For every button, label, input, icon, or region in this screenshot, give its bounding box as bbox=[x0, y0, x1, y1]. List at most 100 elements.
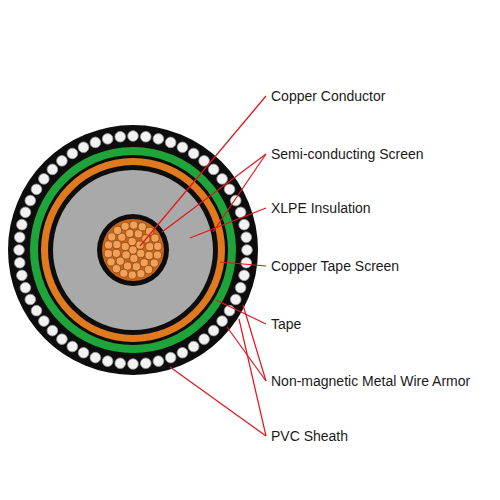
armor-wire bbox=[128, 359, 139, 370]
conductor-strand bbox=[122, 251, 130, 259]
armor-wire bbox=[57, 334, 68, 345]
conductor-strand bbox=[108, 233, 116, 241]
armor-wire bbox=[128, 131, 139, 142]
armor-wire bbox=[188, 148, 199, 159]
armor-wire bbox=[235, 282, 246, 293]
armor-wire bbox=[31, 184, 42, 195]
conductor-strand bbox=[151, 234, 159, 242]
copper-tape-screen bbox=[41, 158, 225, 342]
armor-wire bbox=[90, 352, 101, 363]
wire-armor bbox=[14, 131, 253, 370]
part-label: XLPE Insulation bbox=[271, 199, 371, 217]
conductor-strand bbox=[153, 251, 161, 259]
armor-wire bbox=[188, 341, 199, 352]
leader-line bbox=[190, 208, 266, 238]
armor-wire bbox=[39, 174, 50, 185]
armor-wire bbox=[20, 282, 31, 293]
conductor-strand bbox=[107, 258, 115, 266]
armor-wire bbox=[239, 219, 250, 230]
armor-wire bbox=[102, 356, 113, 367]
conductor-strand bbox=[132, 263, 140, 271]
armor-wire bbox=[208, 325, 219, 336]
conductor-strand bbox=[116, 257, 124, 265]
leader-line bbox=[140, 96, 266, 246]
armor-wire bbox=[165, 137, 176, 148]
leader-line bbox=[239, 319, 266, 436]
armor-wire bbox=[153, 134, 164, 145]
armor-wire bbox=[31, 305, 42, 316]
leader-line bbox=[162, 154, 266, 232]
leader-line bbox=[170, 367, 266, 436]
armor-wire bbox=[47, 164, 58, 175]
conductor-strand bbox=[137, 249, 145, 257]
armor-wire bbox=[17, 270, 28, 281]
armor-wire bbox=[199, 334, 210, 345]
armor-wire bbox=[217, 316, 228, 327]
part-label: Copper Tape Screen bbox=[271, 257, 399, 275]
armor-wire bbox=[47, 325, 58, 336]
armor-wire bbox=[165, 352, 176, 363]
armor-wire bbox=[153, 356, 164, 367]
conductor-strand bbox=[146, 243, 154, 251]
conductor-strand bbox=[113, 240, 121, 248]
conductor-strand bbox=[130, 254, 138, 262]
armor-wire bbox=[67, 341, 78, 352]
conductor-strand bbox=[150, 259, 158, 267]
armor-wire bbox=[25, 294, 36, 305]
pvc-outer-sheath bbox=[8, 125, 258, 375]
leader-line bbox=[213, 154, 266, 232]
conductor-strand bbox=[144, 265, 152, 273]
conductor-strand bbox=[145, 251, 153, 259]
part-label: Copper Conductor bbox=[271, 87, 385, 105]
armor-wire bbox=[78, 347, 89, 358]
tape-layer bbox=[30, 147, 236, 353]
conductor-strand bbox=[121, 222, 129, 230]
armor-wire bbox=[140, 131, 151, 142]
outer-semicon-screen bbox=[48, 165, 218, 335]
conductor-strand bbox=[129, 246, 137, 254]
leader-line bbox=[243, 305, 266, 381]
conductor-strand bbox=[126, 229, 134, 237]
leader-line bbox=[220, 262, 266, 266]
part-label: Non-magnetic Metal Wire Armor bbox=[271, 372, 470, 390]
tape-gap bbox=[38, 155, 228, 345]
armor-wire bbox=[14, 232, 25, 243]
armor-wire bbox=[239, 270, 250, 281]
armor-wire bbox=[241, 232, 252, 243]
armor-wire bbox=[78, 142, 89, 153]
conductor-strand bbox=[104, 241, 112, 249]
armor-wire bbox=[224, 184, 235, 195]
conductor-strand bbox=[137, 270, 145, 278]
armor-wire bbox=[242, 245, 253, 256]
conductor-strand bbox=[112, 265, 120, 273]
pvc-inner-sheath bbox=[27, 144, 239, 356]
armor-wire bbox=[177, 347, 188, 358]
armor-wire bbox=[14, 245, 25, 256]
armor-wire bbox=[177, 142, 188, 153]
conductor-strand bbox=[112, 249, 120, 257]
conductor-strand bbox=[121, 242, 129, 250]
part-label: Semi-conducting Screen bbox=[271, 145, 424, 163]
conductor-strand bbox=[120, 269, 128, 277]
armor-wire bbox=[241, 257, 252, 268]
armor-wire bbox=[230, 294, 241, 305]
armor-wire bbox=[115, 131, 126, 142]
armor-wire bbox=[140, 358, 151, 369]
armor-wire bbox=[14, 257, 25, 268]
armor-wire bbox=[39, 316, 50, 327]
armor-wire bbox=[57, 156, 68, 167]
conductor-strand bbox=[138, 223, 146, 231]
leader-lines bbox=[140, 96, 266, 436]
armor-wire bbox=[25, 195, 36, 206]
armor-wire bbox=[115, 358, 126, 369]
part-label: PVC Sheath bbox=[271, 427, 348, 445]
armor-wire bbox=[102, 134, 113, 145]
conductor-strand bbox=[104, 250, 112, 258]
conductor-strand bbox=[154, 242, 162, 250]
leader-line bbox=[216, 300, 266, 324]
conductor-strand bbox=[130, 221, 138, 229]
conductor-strand bbox=[113, 226, 121, 234]
cable-layers bbox=[8, 125, 258, 375]
